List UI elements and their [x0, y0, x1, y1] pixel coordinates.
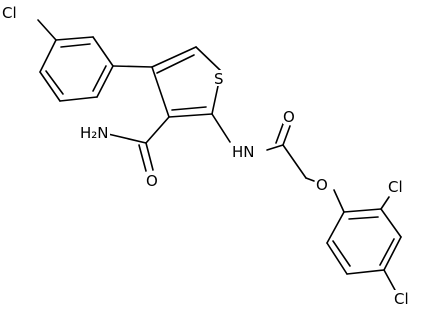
- oxygen-atom-amide: O: [146, 172, 158, 190]
- oxygen-atom-ether: O: [316, 176, 328, 194]
- amine-group: H₂N: [80, 124, 109, 142]
- chlorine-atom-top: Cl: [2, 4, 17, 22]
- bond-lines: [37, 19, 402, 291]
- chlorine-atom-para: Cl: [394, 290, 409, 308]
- sulfur-atom: S: [214, 70, 224, 88]
- chlorine-atom-ortho: Cl: [388, 178, 403, 196]
- nh-group: HN: [232, 143, 255, 161]
- atom-labels: Cl S H₂N O HN O O Cl Cl: [2, 4, 412, 308]
- oxygen-atom-carbonyl: O: [283, 108, 295, 126]
